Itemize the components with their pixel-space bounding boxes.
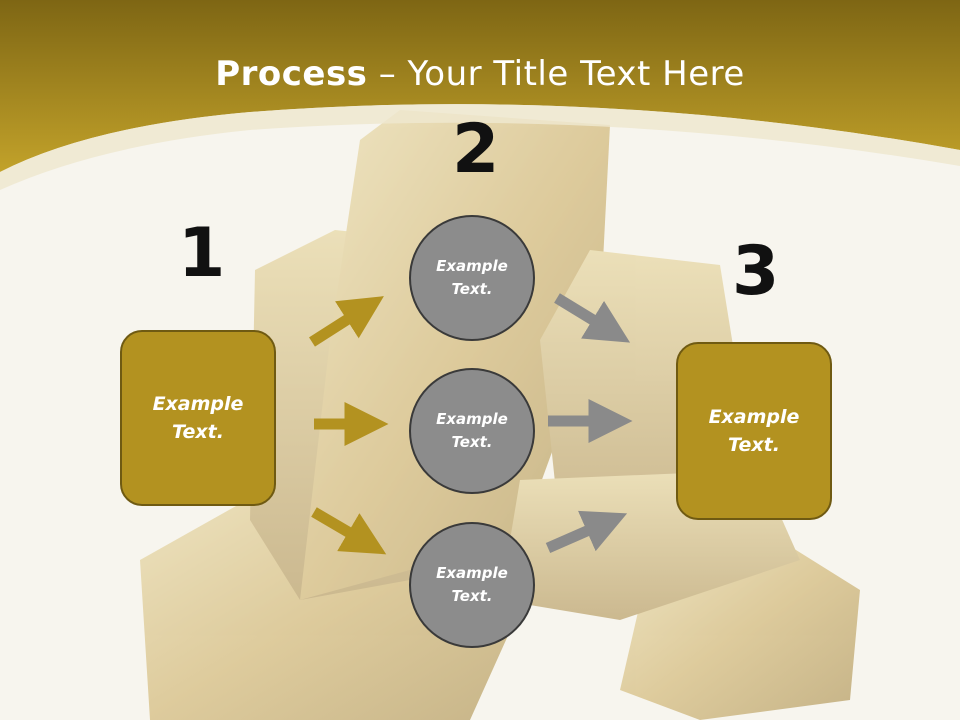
arrow-bottom-to-3 (545, 510, 628, 554)
circle-middle-line2: Text. (451, 433, 493, 451)
circle-middle-line1: Example (436, 409, 508, 428)
arrow-1-to-bottom (311, 507, 387, 555)
step-2-circle-middle: Example Text. (409, 368, 535, 494)
step-3-line1: Example (708, 405, 800, 428)
step-2-circle-top: Example Text. (409, 215, 535, 341)
circle-bottom-line2: Text. (451, 587, 493, 605)
step-1-line1: Example (152, 392, 244, 415)
step-1-text: Example Text. (153, 390, 244, 447)
step-1-line2: Text. (172, 421, 224, 443)
circle-bottom-line1: Example (436, 563, 508, 582)
step-number-2: 2 (452, 110, 500, 189)
title-rest: – Your Title Text Here (367, 54, 745, 94)
step-1-box: Example Text. (120, 330, 276, 506)
slide-title: Process – Your Title Text Here (0, 54, 960, 94)
step-number-3: 3 (732, 232, 780, 311)
arrow-top-to-3 (554, 293, 631, 343)
step-3-line2: Text. (728, 434, 780, 456)
title-bold: Process (215, 54, 368, 94)
circle-top-line2: Text. (451, 280, 493, 298)
arrow-1-to-top (309, 296, 384, 347)
step-number-1: 1 (178, 214, 226, 293)
step-3-box: Example Text. (676, 342, 832, 520)
step-2-circle-bottom: Example Text. (409, 522, 535, 648)
circle-top-line1: Example (436, 256, 508, 275)
step-3-text: Example Text. (709, 403, 800, 460)
